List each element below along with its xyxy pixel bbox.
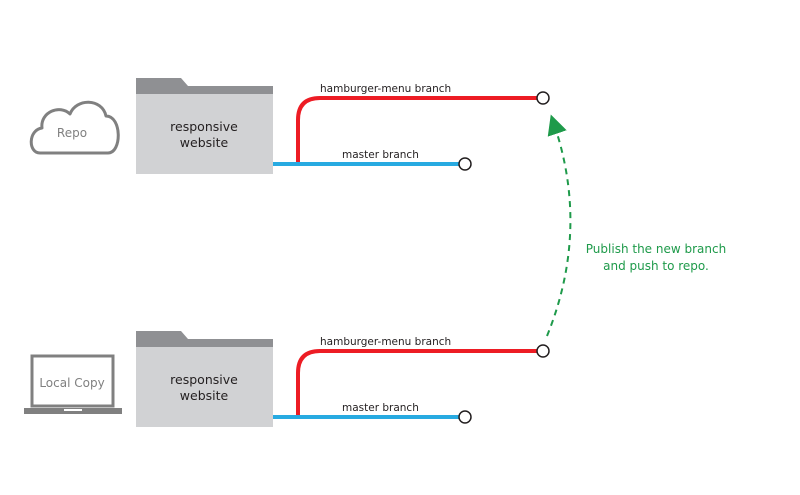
local-label: Local Copy	[39, 376, 104, 390]
laptop-icon	[24, 354, 122, 414]
repo-feature-branch-label: hamburger-menu branch	[320, 83, 451, 95]
repo-master-branch-label: master branch	[342, 149, 419, 161]
local-folder-label-line2: website	[180, 388, 229, 403]
cloud-icon	[29, 100, 120, 155]
local-feature-branch-line	[296, 349, 537, 415]
local-feature-branch-label: hamburger-menu branch	[320, 336, 451, 348]
repo-master-branch-node[interactable]	[458, 157, 472, 171]
repo-feature-branch-node[interactable]	[536, 91, 550, 105]
repo-feature-branch-line	[296, 96, 537, 162]
repo-folder-icon[interactable]: responsive website	[136, 78, 273, 174]
local-master-branch-node[interactable]	[458, 410, 472, 424]
local-folder-icon[interactable]: responsive website	[136, 331, 273, 427]
local-folder-label-line1: responsive	[170, 372, 238, 387]
repo-folder-label-line1: responsive	[170, 119, 238, 134]
annotation-line2: and push to repo.	[603, 259, 709, 273]
local-master-branch-label: master branch	[342, 402, 419, 414]
local-group: Local Copy responsive website hamburger-…	[24, 331, 550, 427]
annotation-line1: Publish the new branch	[586, 242, 726, 256]
publish-arrow	[546, 114, 572, 337]
repo-folder-label-line2: website	[180, 135, 229, 150]
repo-label: Repo	[57, 126, 87, 140]
repo-group: Repo responsive website hamburger-menu b…	[29, 78, 550, 174]
local-feature-branch-node[interactable]	[536, 344, 550, 358]
